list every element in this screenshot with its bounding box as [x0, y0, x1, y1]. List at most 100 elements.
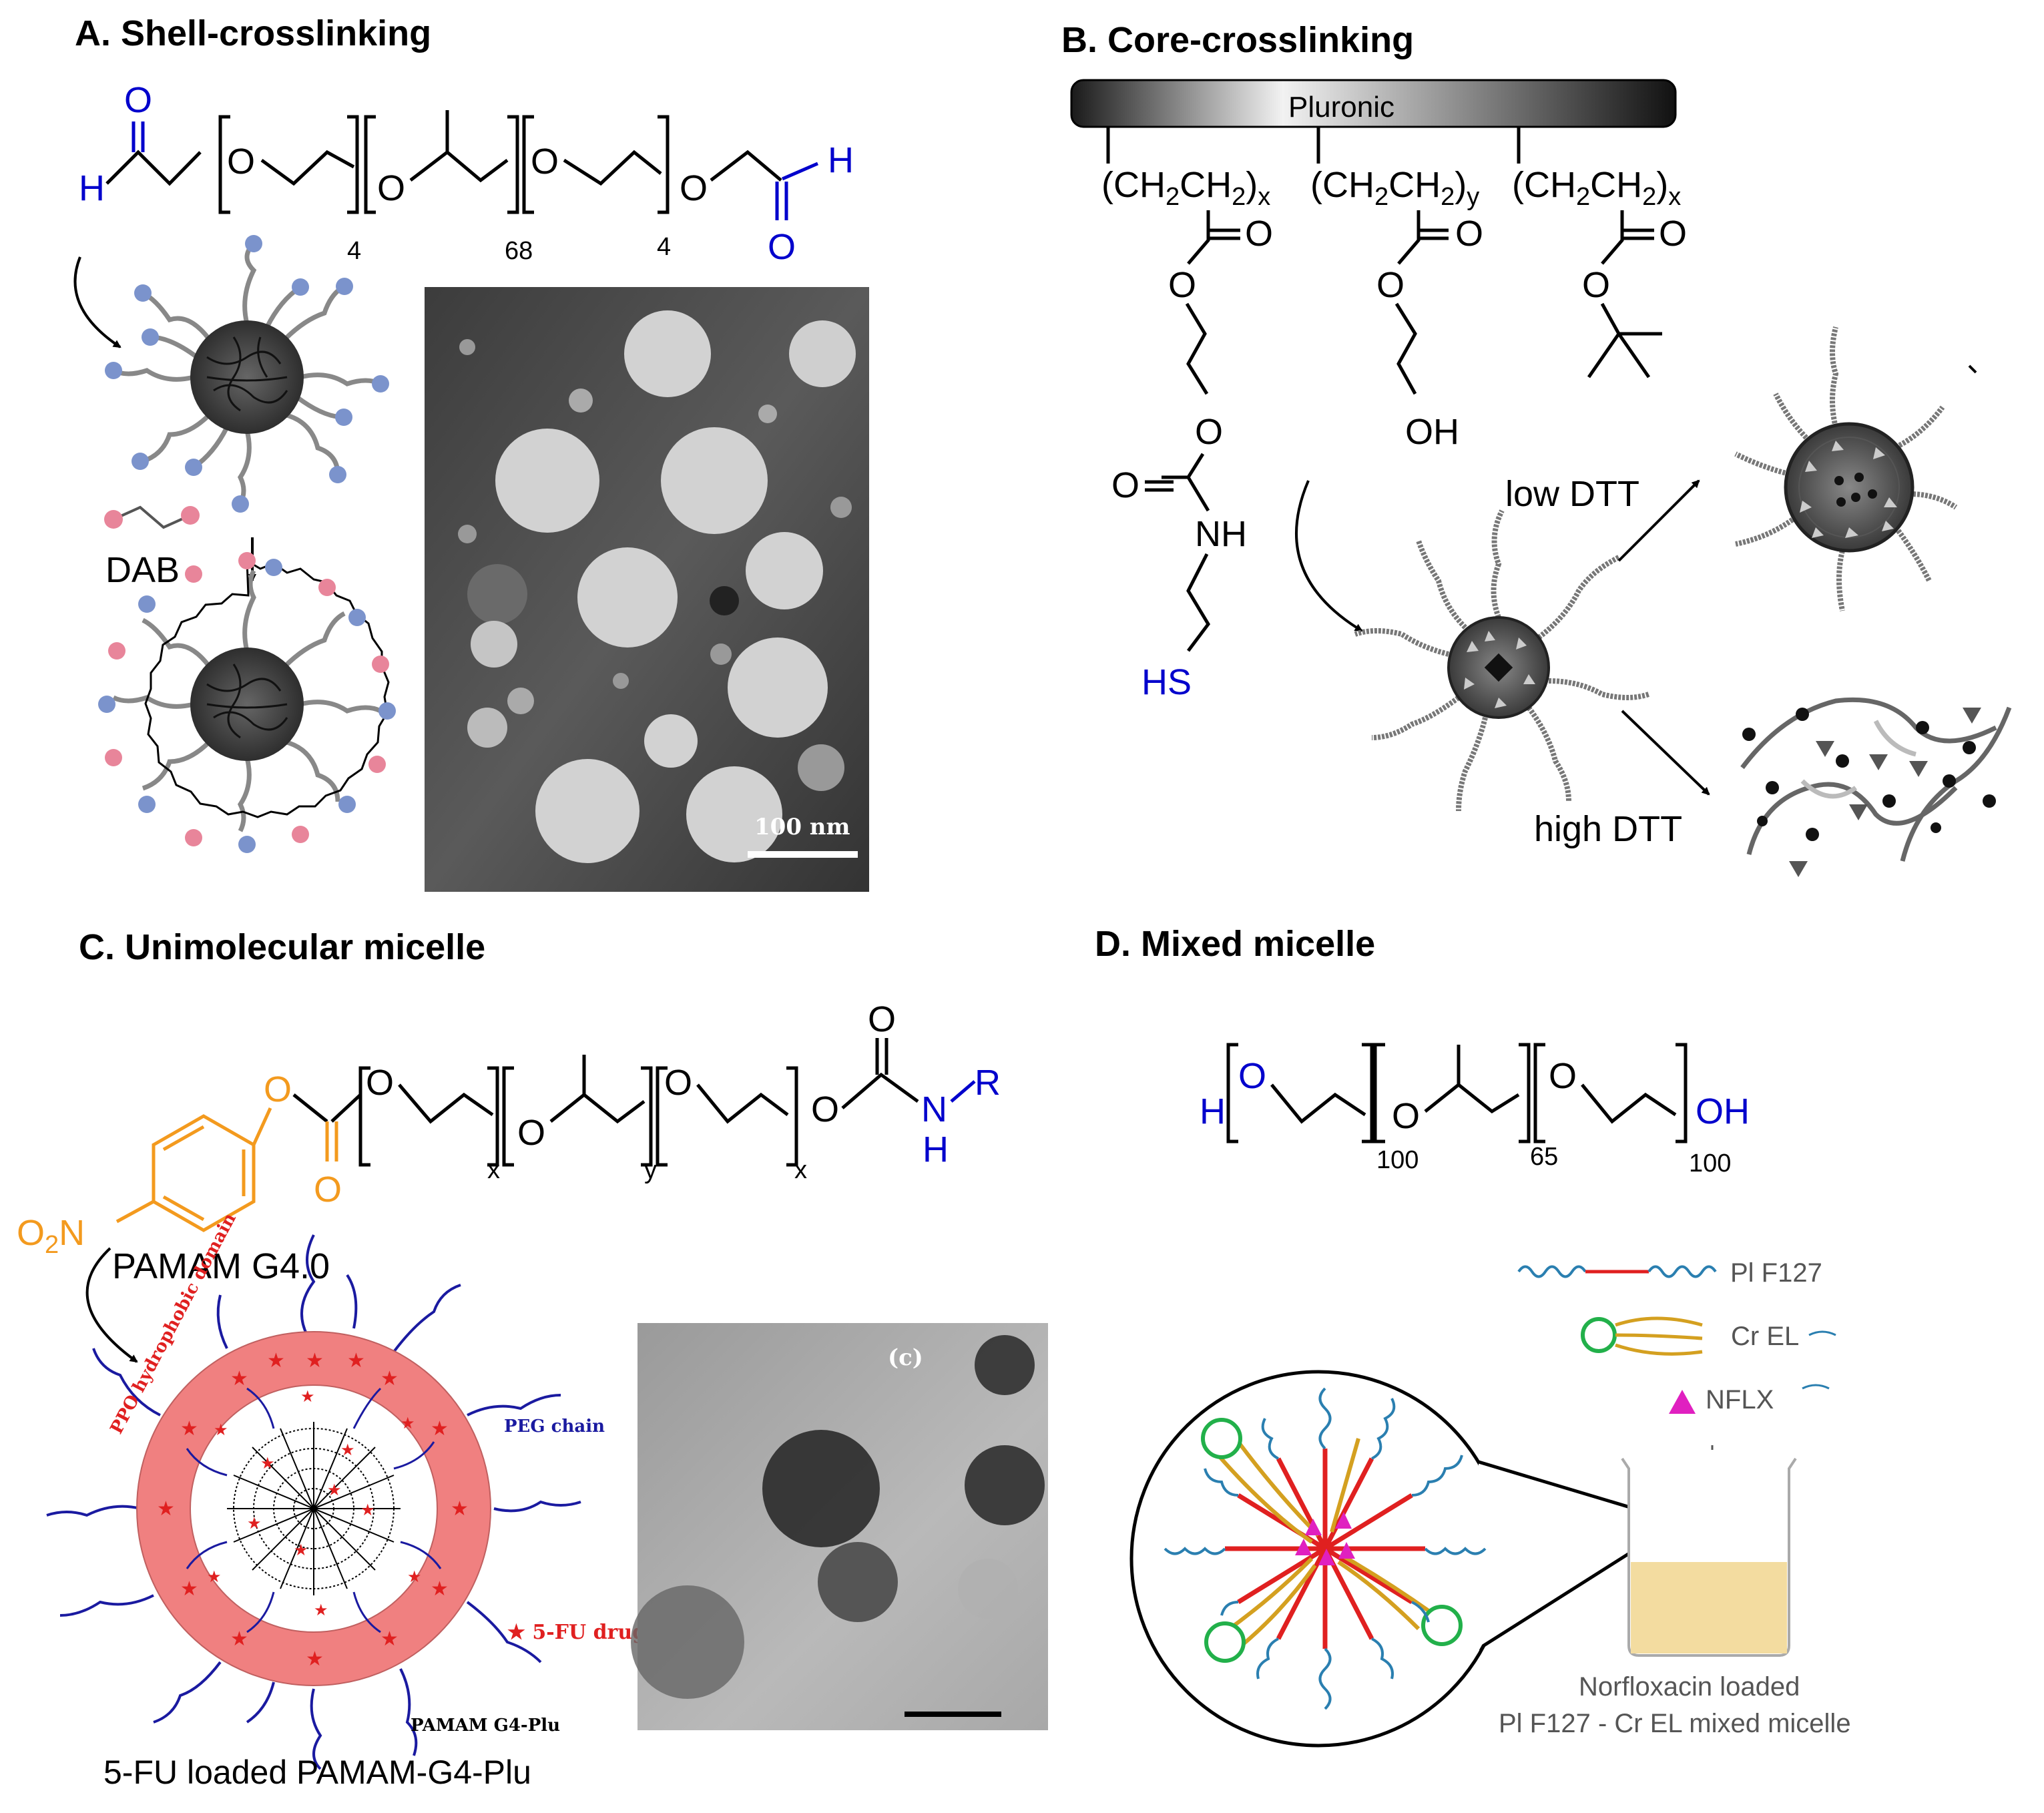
- aldehyde-o-left: O: [124, 80, 152, 120]
- legend-nflx: NFLX: [1706, 1385, 1774, 1414]
- panel-c-structure: O O2N O O O O O O N: [17, 999, 1001, 1259]
- bracket: [218, 115, 230, 214]
- panel-d-structure: H O O O OH 100 65 100: [1200, 1043, 1750, 1178]
- methacrylate-units: (CH2CH2)x (CH2CH2)y (CH2CH2)x O O O O NH…: [1101, 165, 1687, 702]
- aldehyde-h-right: H: [828, 140, 854, 180]
- aldehyde-o-right: O: [768, 227, 796, 267]
- svg-text:★: ★: [327, 1481, 342, 1499]
- svg-text:O2N: O2N: [17, 1213, 85, 1259]
- low-dtt-label: low DTT: [1505, 474, 1639, 514]
- aldehyde-h-left: H: [79, 168, 105, 208]
- bracket: [347, 115, 359, 214]
- curved-arrow-c: [85, 1247, 138, 1363]
- beaker: [1621, 1445, 1797, 1657]
- mixed-micelle: [1129, 1370, 1683, 1748]
- svg-text:O: O: [1238, 1056, 1266, 1096]
- panel-a-structure: O H O O O O H: [79, 80, 854, 267]
- svg-text:★: ★: [300, 1388, 315, 1406]
- svg-text:(CH2CH2)x: (CH2CH2)x: [1512, 165, 1681, 211]
- svg-text:★: ★: [407, 1568, 422, 1586]
- svg-text:★: ★: [306, 1648, 324, 1670]
- svg-text:★: ★: [380, 1368, 399, 1390]
- svg-text:O: O: [811, 1089, 839, 1129]
- micelle-core-crosslinked: [1354, 509, 1650, 812]
- subscript-c-1: x: [487, 1156, 500, 1184]
- svg-text:★: ★: [230, 1628, 248, 1650]
- svg-text:★: ★: [431, 1418, 449, 1440]
- ether-o: O: [680, 168, 708, 208]
- arrow-low: [1617, 479, 1700, 562]
- svg-text:O: O: [1392, 1096, 1420, 1136]
- dab-label: DAB: [105, 550, 180, 590]
- pamam-label: PAMAM G4.0: [112, 1246, 330, 1286]
- svg-text:OH: OH: [1405, 412, 1459, 452]
- micelle-high-dtt: [1740, 697, 2012, 877]
- panel-b-title: B. Core-crosslinking: [1061, 20, 1414, 60]
- panel-a: A. Shell-crosslinking O H O O O: [73, 13, 869, 892]
- svg-text:O: O: [1245, 214, 1273, 254]
- peg-chain-label: PEG chain: [504, 1416, 605, 1437]
- svg-text:(CH2CH2)x: (CH2CH2)x: [1101, 165, 1270, 211]
- legend-d: Pl F127 Cr EL NFLX: [1517, 1258, 1836, 1414]
- svg-text:★: ★: [267, 1350, 285, 1372]
- svg-text:H: H: [923, 1129, 949, 1170]
- panel-b: B. Core-crosslinking Pluronic (CH2CH2)x …: [1061, 20, 2012, 877]
- svg-text:O: O: [1111, 465, 1139, 505]
- ether-o: O: [227, 142, 255, 182]
- svg-text:★: ★: [401, 1414, 415, 1433]
- svg-text:NH: NH: [1195, 514, 1247, 554]
- svg-text:HS: HS: [1141, 662, 1192, 702]
- svg-text:★: ★: [380, 1628, 399, 1650]
- legend-crel: Cr EL: [1731, 1322, 1799, 1351]
- bond: [409, 150, 509, 183]
- svg-text:★: ★: [314, 1601, 328, 1619]
- svg-text:★: ★: [180, 1418, 198, 1440]
- micelle-uncrosslinked: [105, 235, 389, 513]
- svg-text:(CH2CH2)y: (CH2CH2)y: [1310, 165, 1479, 211]
- svg-text:★: ★: [294, 1541, 308, 1559]
- svg-text:O: O: [517, 1113, 545, 1153]
- bond: [563, 150, 662, 186]
- panel-d-title: D. Mixed micelle: [1095, 924, 1375, 964]
- svg-text:O: O: [868, 999, 896, 1039]
- pamam-plu-label: PAMAM G4-Plu: [411, 1716, 560, 1736]
- svg-text:★: ★: [230, 1368, 248, 1390]
- svg-text:R: R: [975, 1063, 1001, 1103]
- drug-label: ★ 5-FU drug: [507, 1621, 646, 1644]
- svg-text:O: O: [1659, 214, 1687, 254]
- bracket: [658, 115, 670, 214]
- subscript-d-2: 65: [1530, 1143, 1558, 1171]
- panel-a-title: A. Shell-crosslinking: [75, 13, 431, 53]
- svg-text:OH: OH: [1696, 1091, 1750, 1131]
- svg-text:O: O: [1455, 214, 1483, 254]
- svg-text:★: ★: [180, 1578, 198, 1600]
- legend-plf127: Pl F127: [1730, 1258, 1822, 1288]
- svg-text:★: ★: [347, 1350, 365, 1372]
- bond: [260, 150, 355, 186]
- caption-c: 5-FU loaded PAMAM-G4-Plu: [103, 1754, 531, 1791]
- bond: [710, 150, 782, 182]
- subscript-c-3: x: [794, 1156, 807, 1184]
- ether-o: O: [377, 168, 405, 208]
- subscript-d-1: 100: [1376, 1146, 1419, 1174]
- svg-text:O: O: [664, 1063, 692, 1103]
- svg-text:O: O: [1376, 265, 1404, 305]
- panel-d: D. Mixed micelle H O O O OH 100 65 100: [1095, 924, 1851, 1748]
- subscript-c-2: y: [644, 1156, 657, 1184]
- sem-image-a: 100 nm: [425, 287, 869, 892]
- tem-panel-tag: (c): [888, 1344, 923, 1371]
- svg-text:O: O: [1549, 1056, 1577, 1096]
- svg-text:★: ★: [247, 1515, 262, 1533]
- dendrimer-core: [227, 1422, 401, 1595]
- pluronic-label: Pluronic: [1288, 91, 1394, 123]
- bond: [782, 162, 818, 181]
- pluronic-bar: [1070, 79, 1677, 128]
- svg-text:★: ★: [431, 1578, 449, 1600]
- tem-image-c: (c): [631, 1323, 1048, 1730]
- bracket: [507, 115, 519, 214]
- svg-text:H: H: [1200, 1091, 1226, 1131]
- ether-o: O: [531, 142, 559, 182]
- micelle-shell-crosslinked: [98, 552, 396, 853]
- panel-c-title: C. Unimolecular micelle: [79, 927, 485, 967]
